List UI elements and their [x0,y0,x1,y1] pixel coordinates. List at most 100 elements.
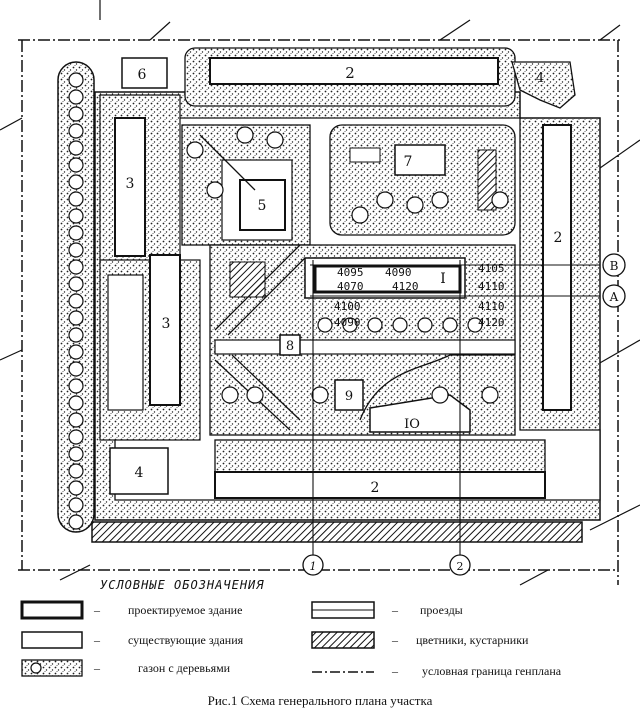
elevation-4110: 4110 [478,280,505,293]
legend-dash-5: – [392,633,398,647]
legend-label-designed-building: проектируемое здание [128,603,243,617]
building-right-2-number: 2 [554,230,563,246]
tree-icon [442,317,458,333]
tree-icon [317,317,333,333]
building-4-bottom [109,447,169,495]
building-6 [121,57,168,89]
legend-symbol-designed-building [20,600,84,620]
tree-icon [68,174,84,190]
tree-icon [68,225,84,241]
tree-icon [68,480,84,496]
building-5 [239,179,286,231]
building-4-top [511,61,576,109]
legend-label-existing-buildings: существующие здания [128,633,244,647]
building-8 [279,334,301,356]
building-bottom-2-number: 2 [371,480,380,496]
building-7-number: 7 [404,154,413,170]
tree-icon [186,141,204,159]
axis-2-label: 2 [457,560,464,573]
elevation-marks: 4095 4090 4070 4120 4105 4110 4100 4110 … [334,262,505,329]
tree-icon [342,317,358,333]
hatched-block-7 [477,149,497,211]
axis-a-label: A [609,290,619,304]
building-4-top-number: 4 [536,71,544,86]
elevation-4120b: 4120 [478,316,505,329]
tree-icon [68,242,84,258]
legend-dash-4: – [392,603,398,617]
tree-icon [417,317,433,333]
designed-building-I [313,264,462,294]
axis-lines [310,260,600,555]
legend-symbols [20,600,375,677]
tree-icon [406,196,424,214]
legend-symbol-existing-buildings [21,631,83,649]
building-top-2 [209,57,499,85]
tree-row-left [68,72,84,530]
figure-caption: Рис.1 Схема генерального плана участка [207,693,433,708]
legend-label-lawn-trees: газон с деревьями [138,661,231,675]
tree-icon [68,395,84,411]
elevation-4100: 4100 [334,300,361,313]
legend-dash-6: – [392,664,398,678]
building-top-2-number: 2 [345,64,355,82]
legend-label-flowerbeds: цветники, кустарники [416,633,529,647]
tree-row-courtyard [186,126,509,224]
tree-icon [392,317,408,333]
tree-icon [68,157,84,173]
building-9 [334,379,364,411]
tree-icon [68,106,84,122]
tree-icon [68,140,84,156]
tree-icon [68,378,84,394]
building-5-number: 5 [258,198,267,214]
tree-icon [431,191,449,209]
bottom-hedge-strip [91,521,583,543]
tree-icon [311,386,329,404]
diagonal-paths [199,134,515,431]
tree-icon [68,446,84,462]
tree-icon [221,386,239,404]
tree-icon [68,89,84,105]
tree-icon [68,361,84,377]
axis-marker-a [602,284,626,308]
tree-icon [68,293,84,309]
elevation-4110b: 4110 [478,300,505,313]
tree-icon [68,276,84,292]
tree-icon [68,191,84,207]
tree-icon [68,497,84,513]
building-8-number: 8 [286,339,294,354]
building-bottom-2 [214,471,546,499]
building-6-number: 6 [138,67,147,83]
axis-marker-b [602,253,626,277]
tree-icon [68,123,84,139]
tree-icon [68,429,84,445]
tree-icon [481,386,499,404]
building-4-bottom-number: 4 [135,465,144,481]
tree-icon [68,208,84,224]
bench-7 [349,147,381,163]
elevation-4095: 4095 [337,266,364,279]
legend-dash-2: – [94,633,100,647]
elevation-4090b: 4090 [334,316,361,329]
elevation-4105: 4105 [478,262,505,275]
tree-icon [467,317,483,333]
tree-icon [351,206,369,224]
tree-icon [68,344,84,360]
tree-icon [68,310,84,326]
tree-icon [431,386,449,404]
axis-b-label: B [610,259,619,273]
legend-label-boundary: условная граница генплана [422,664,562,678]
tree-icon [68,327,84,343]
elevation-4090: 4090 [385,266,412,279]
designed-building-I-number: I [440,271,446,287]
legend-symbol-tree [30,662,42,674]
flowerbed-left [107,274,144,411]
building-right-2 [542,124,572,411]
building-9-number: 9 [345,389,353,404]
building-left-lower-3 [149,254,181,406]
tree-icon [68,514,84,530]
building-left-lower-3-number: 3 [162,316,171,332]
building-left-upper-3 [114,117,146,257]
tree-icon [266,131,284,149]
hatched-block-center [229,261,266,298]
